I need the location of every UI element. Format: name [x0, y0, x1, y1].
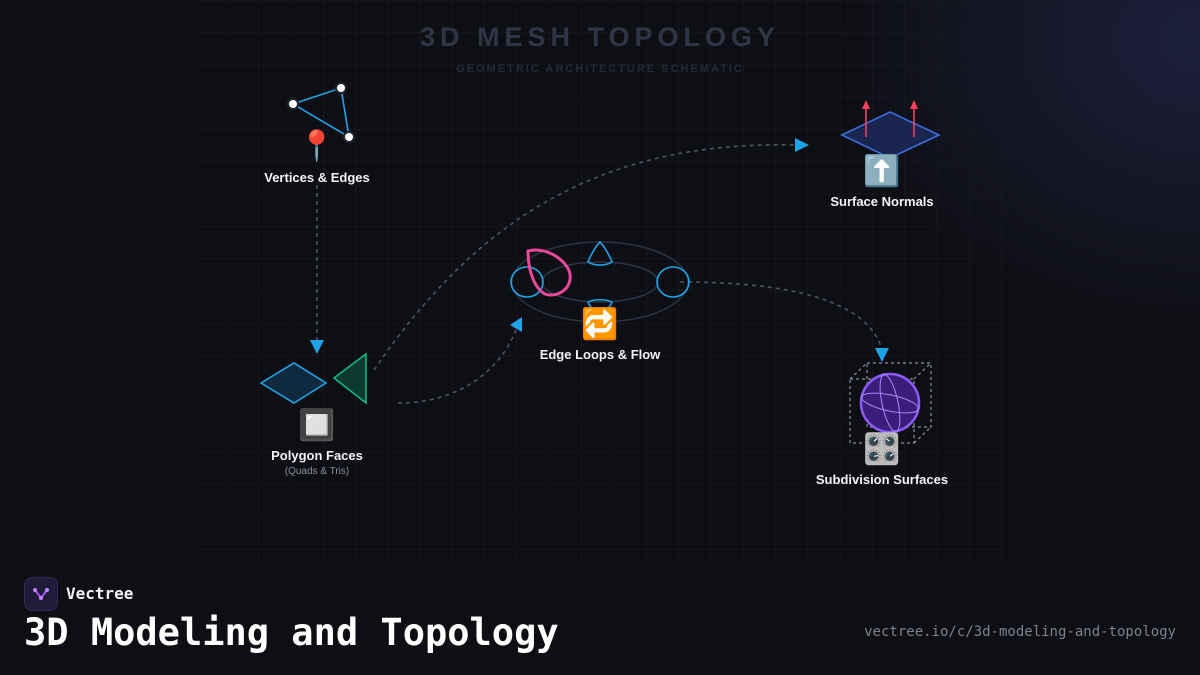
- arrowhead-normals: [795, 138, 809, 152]
- brand-name[interactable]: Vectree: [66, 584, 134, 603]
- up-arrow-icon: ⬆️: [863, 155, 901, 188]
- subdivision-graphic: [849, 362, 932, 444]
- page-title: 3D Modeling and Topology: [24, 611, 559, 654]
- grid-background: [197, 0, 1003, 560]
- edge-loops-graphic: [510, 240, 690, 323]
- arrowhead-faces: [310, 340, 324, 354]
- schematic-title: 3D MESH TOPOLOGY: [419, 22, 781, 52]
- node-label-loops: Edge Loops & Flow: [539, 347, 661, 362]
- node-label-vertices: Vertices & Edges: [264, 170, 370, 185]
- polygon-faces-graphic: [259, 352, 367, 405]
- arrowhead-subdivision: [875, 348, 889, 362]
- connector-faces-to-loops: [397, 329, 517, 404]
- vectree-logo-icon[interactable]: [24, 577, 58, 611]
- node-sublabel-faces: (Quads & Tris): [284, 466, 350, 477]
- control-knobs-icon: 🎛️: [863, 433, 901, 466]
- repeat-icon: 🔁: [581, 308, 619, 341]
- pin-icon: 📍: [298, 130, 336, 163]
- arrowheads: [310, 138, 889, 362]
- connector-loops-to-subdivision: [679, 281, 883, 351]
- node-label-subdivision: Subdivision Surfaces: [815, 472, 949, 487]
- vertices-edges-graphic: [287, 82, 355, 143]
- node-label-normals: Surface Normals: [830, 194, 934, 209]
- connector-faces-to-normals: [373, 144, 797, 371]
- square-button-icon: 🔲: [298, 409, 336, 442]
- arrowhead-loops: [510, 317, 522, 332]
- surface-normals-graphic: [840, 100, 941, 159]
- node-label-faces: Polygon Faces: [271, 448, 363, 463]
- connectors: [316, 144, 883, 404]
- schematic-subtitle: GEOMETRIC ARCHITECTURE SCHEMATIC: [456, 63, 744, 75]
- course-url[interactable]: vectree.io/c/3d-modeling-and-topology: [864, 624, 1176, 640]
